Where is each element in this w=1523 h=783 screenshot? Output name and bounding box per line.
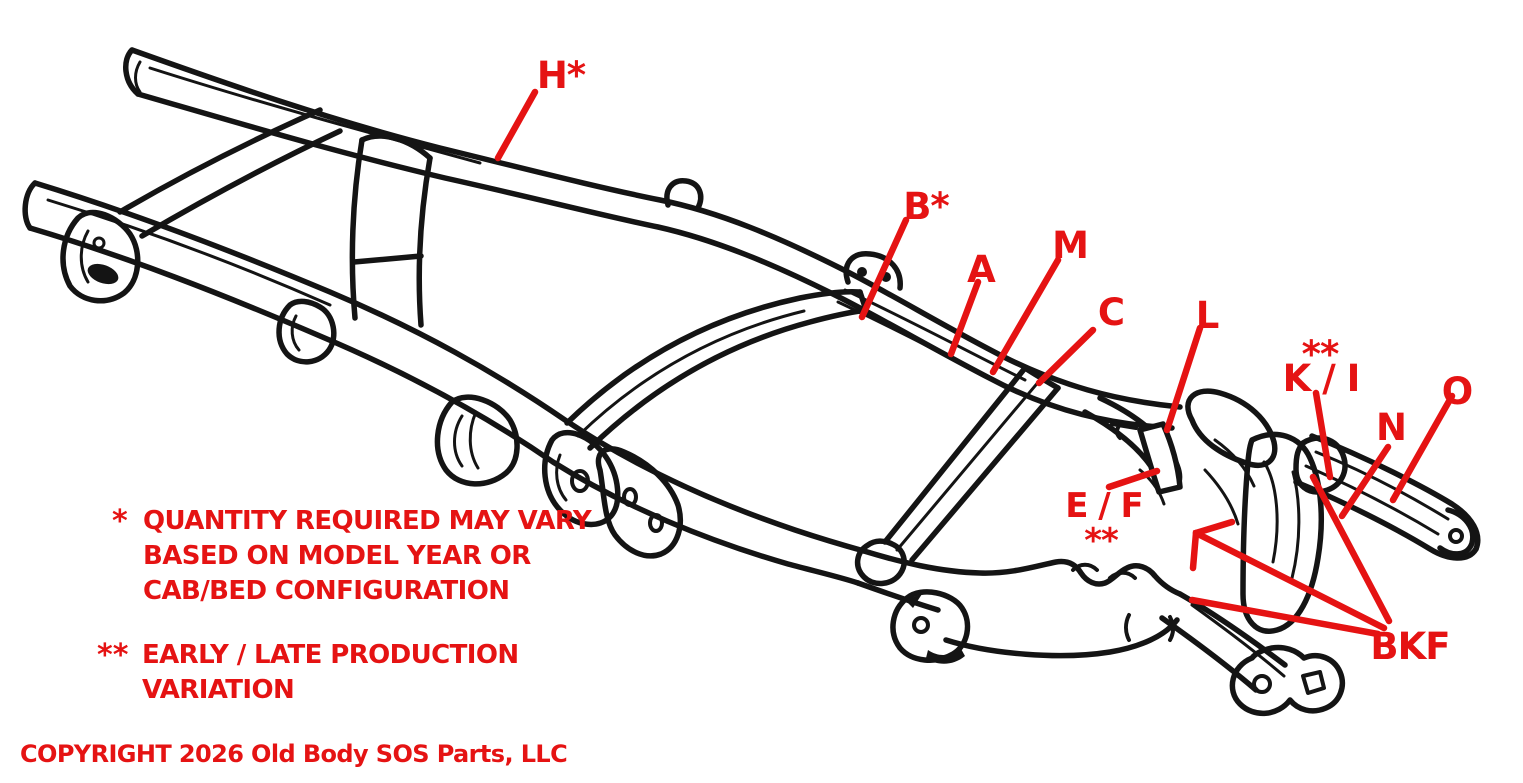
front-crossmember bbox=[117, 107, 433, 328]
rear-frame-horn bbox=[1293, 433, 1481, 561]
rear-kickup-cluster bbox=[1082, 388, 1348, 634]
part-label-c: C bbox=[1098, 291, 1124, 334]
bed-crossmember bbox=[854, 365, 1061, 587]
annotation-leader-lines bbox=[494, 88, 1456, 638]
hanging-bracket-plate bbox=[595, 446, 684, 559]
leader-line-m bbox=[989, 256, 1062, 376]
leader-line-o bbox=[1389, 392, 1456, 504]
footnote-quantity-marker: * bbox=[112, 504, 128, 539]
leader-line-h bbox=[494, 88, 539, 162]
part-label-ki: K / I bbox=[1283, 357, 1360, 400]
rear-end-bracket bbox=[1229, 644, 1346, 716]
bkf-arrowhead bbox=[1189, 518, 1236, 572]
transmission-crossmember bbox=[564, 289, 869, 451]
part-labels: H* B* A M C L ** K / I N O E / F ** BKF bbox=[537, 54, 1473, 668]
part-label-l: L bbox=[1196, 294, 1219, 337]
part-label-ef-marker: ** bbox=[1084, 521, 1119, 561]
near-rail-rear-section bbox=[855, 548, 1288, 693]
frame-illustration bbox=[22, 47, 1481, 716]
leader-line-c bbox=[1035, 326, 1097, 387]
part-label-h: H* bbox=[537, 54, 586, 97]
cab-mount-brackets bbox=[434, 394, 621, 528]
part-label-b: B* bbox=[903, 185, 949, 228]
footnote-quantity-line-1: QUANTITY REQUIRED MAY VARY bbox=[143, 506, 592, 536]
leader-line-bkf-2 bbox=[1188, 596, 1382, 638]
leader-line-ef bbox=[1105, 467, 1161, 491]
front-body-mount-bracket bbox=[60, 209, 141, 304]
footnote-variation-line-1: EARLY / LATE PRODUCTION bbox=[142, 640, 519, 670]
footnote-variation-marker: ** bbox=[97, 638, 129, 673]
footnote-variation-line-2: VARIATION bbox=[142, 675, 295, 705]
part-label-bkf: BKF bbox=[1370, 625, 1449, 668]
leader-line-n bbox=[1338, 443, 1392, 520]
rear-spring-hanger bbox=[890, 589, 971, 664]
copyright-text: COPYRIGHT 2026 Old Body SOS Parts, LLC bbox=[20, 740, 568, 768]
part-label-ef: E / F bbox=[1065, 486, 1143, 526]
leader-line-bkf-1 bbox=[1192, 529, 1388, 632]
leader-line-bkf-3 bbox=[1309, 473, 1393, 625]
part-label-n: N bbox=[1376, 406, 1406, 449]
part-label-a: A bbox=[967, 248, 996, 291]
leader-line-a bbox=[947, 278, 982, 358]
part-label-o: O bbox=[1442, 370, 1472, 413]
part-label-ki-marker: ** bbox=[1302, 333, 1339, 376]
footnote-quantity-line-3: CAB/BED CONFIGURATION bbox=[143, 576, 510, 606]
part-label-m: M bbox=[1052, 224, 1088, 267]
leader-line-b bbox=[858, 216, 910, 321]
footnote-quantity-line-2: BASED ON MODEL YEAR OR bbox=[143, 541, 531, 571]
leader-line-ki bbox=[1312, 389, 1334, 481]
mid-body-mount-bracket bbox=[276, 298, 337, 365]
leader-line-l bbox=[1163, 324, 1204, 434]
